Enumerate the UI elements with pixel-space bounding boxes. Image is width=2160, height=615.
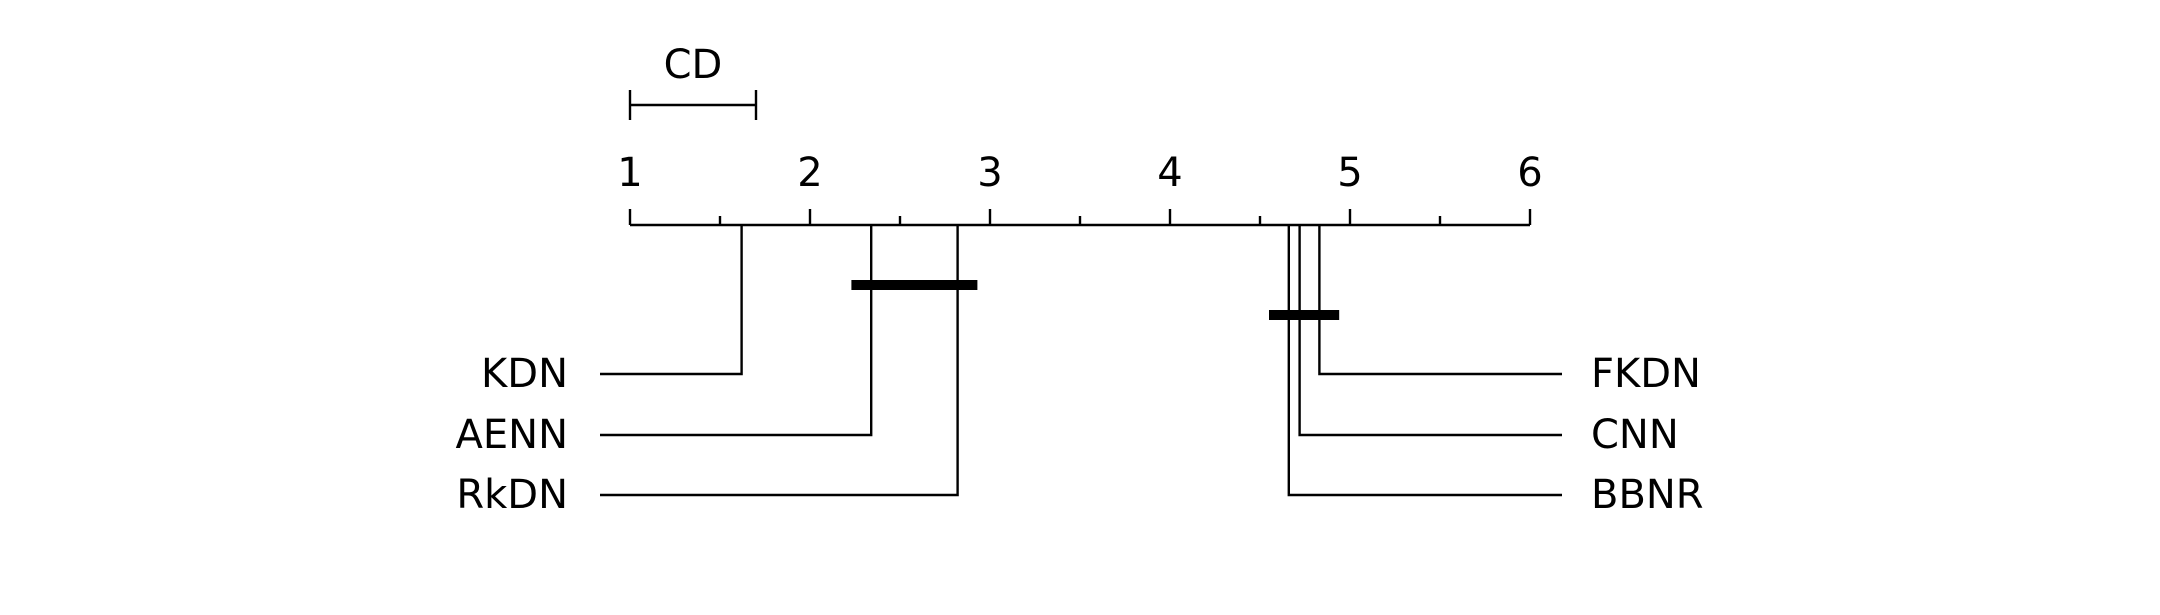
tick-label: 3 (977, 150, 1002, 196)
method-line (600, 225, 743, 376)
tick-label: 2 (797, 150, 822, 196)
method-line (1318, 225, 1562, 376)
method-line (1298, 225, 1562, 437)
method-label: FKDN (1591, 351, 1701, 397)
method-label: BBNR (1591, 472, 1704, 518)
method-lines: KDN AENN RkDN FKDN CNN BBNR (456, 225, 1704, 518)
method-line (600, 225, 873, 437)
cd-label: CD (664, 42, 723, 88)
tick-label: 4 (1157, 150, 1182, 196)
critical-difference-scale: CD (628, 42, 758, 120)
tick-label: 5 (1337, 150, 1362, 196)
method-label: KDN (481, 351, 568, 397)
rank-axis: 1 2 3 4 5 6 (617, 150, 1543, 227)
method-line (1287, 225, 1562, 497)
tick-label: 1 (617, 150, 642, 196)
method-label: RkDN (456, 472, 568, 518)
method-label: CNN (1591, 412, 1679, 458)
clique-bars (851, 280, 1340, 320)
tick-label: 6 (1517, 150, 1542, 196)
method-line (600, 225, 959, 497)
method-label: AENN (456, 412, 568, 458)
